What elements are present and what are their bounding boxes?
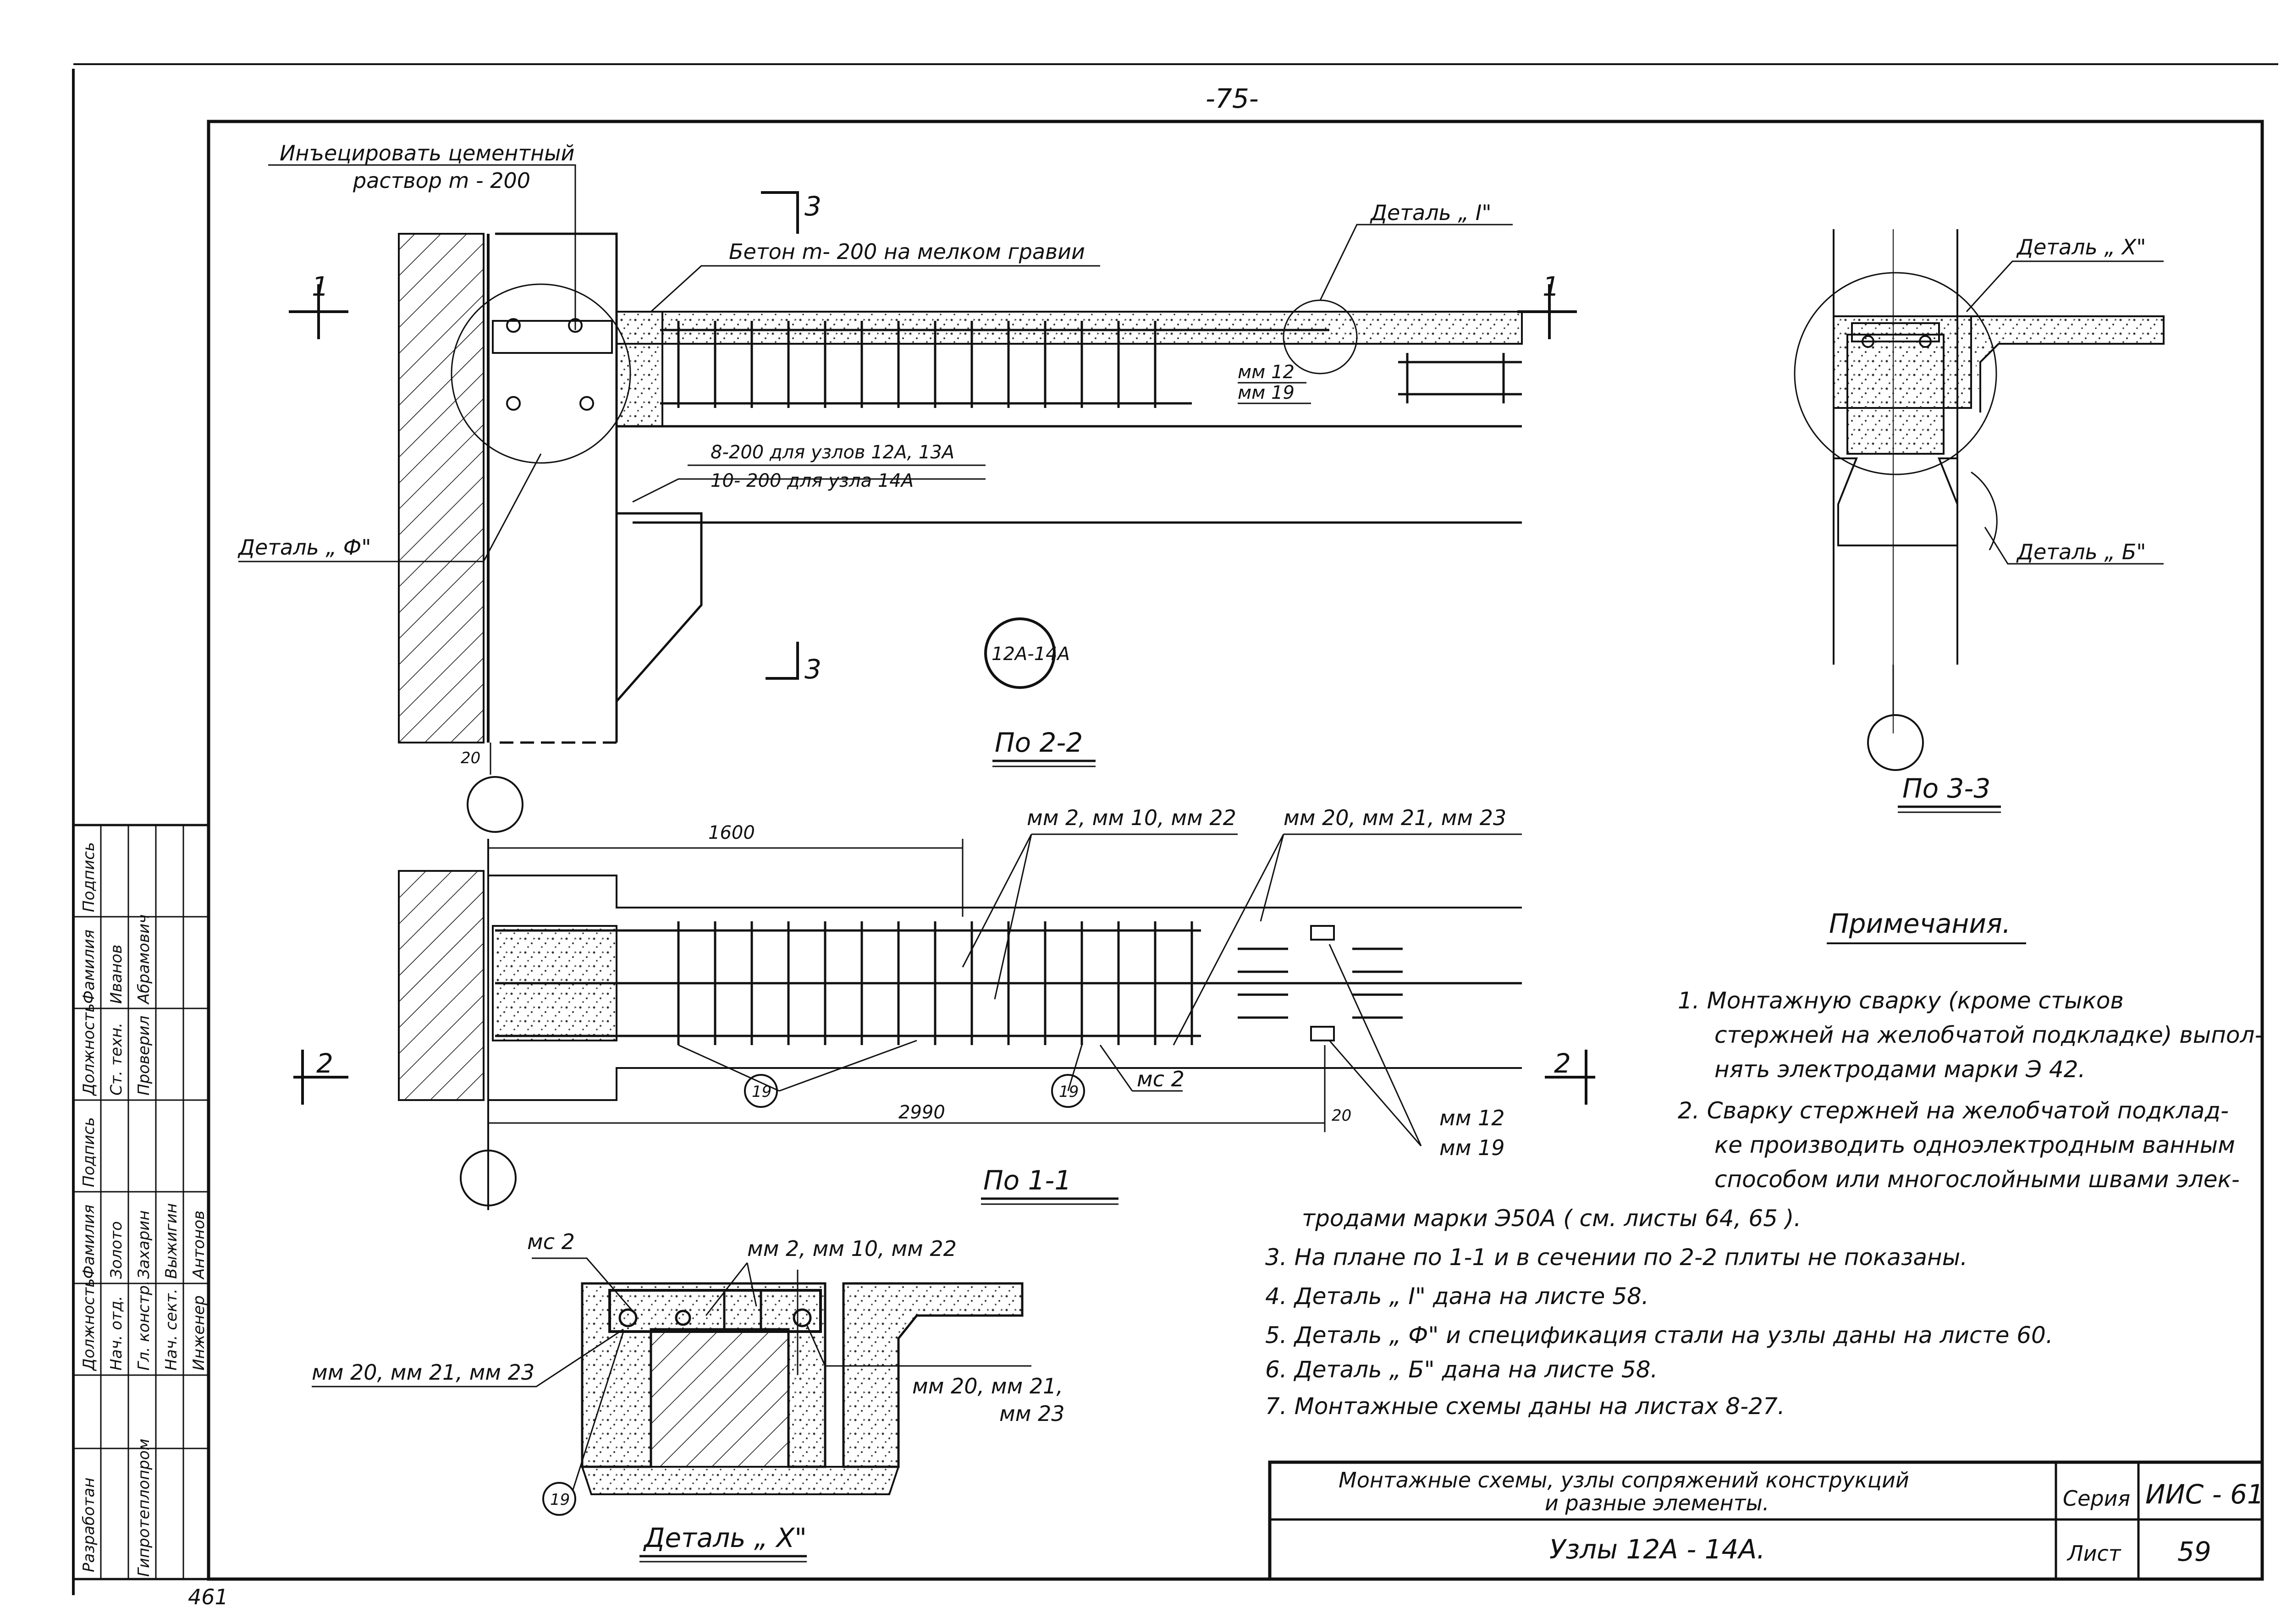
stamp-header-3: Подпись xyxy=(80,1117,98,1187)
dim-2990: 2990 xyxy=(898,1102,945,1123)
x-mark-19: 19 xyxy=(550,1491,570,1509)
detail-i-label: Деталь „ I" xyxy=(1370,200,1492,225)
detail-f-label: Деталь „ Ф" xyxy=(237,535,371,560)
sheet-label: Лист xyxy=(2066,1541,2121,1566)
title-line-1: Монтажные схемы, узлы сопряжений констру… xyxy=(1339,1468,1909,1492)
stamp-top-row-2-name: Абрамович xyxy=(135,914,153,1005)
cut-3-top: 3 xyxy=(804,191,821,222)
stamp-header-4: Должность xyxy=(80,1003,98,1096)
dim-20-top: 20 xyxy=(461,749,480,767)
cut-1-right: 1 xyxy=(1543,271,1559,302)
stamp-top-row-2-role: Проверил xyxy=(135,1016,153,1096)
x-mm20-right-label-1: мм 20, мм 21, xyxy=(912,1374,1063,1398)
stamp-row-2-name: Захарин xyxy=(135,1211,153,1279)
note-line-11: 6. Деталь „ Б" дана на листе 58. xyxy=(1265,1356,1658,1383)
mm12-label-top: мм 12 xyxy=(1238,362,1295,383)
section-2-2-labels: Инъецировать цементный раствор m - 200 Б… xyxy=(237,141,1559,767)
sheet-number-bottom: 461 xyxy=(188,1585,228,1609)
note-line-8: 3. На плане по 1-1 и в сечении по 2-2 пл… xyxy=(1265,1244,1967,1271)
detail-b-label: Деталь „ Б" xyxy=(2016,539,2146,564)
note-line-12: 7. Монтажные схемы даны на листах 8-27. xyxy=(1265,1393,1785,1420)
stamp-row-3-name: Выжигин xyxy=(162,1203,181,1279)
callout-mm20: мм 20, мм 21, мм 23 xyxy=(1284,805,1506,830)
spec-label-1: 8-200 для узлов 12А, 13А xyxy=(711,442,954,463)
mark-19-right: 19 xyxy=(1059,1083,1079,1101)
callout-mm2: мм 2, мм 10, мм 22 xyxy=(1027,805,1236,830)
mm19-label-plan: мм 19 xyxy=(1439,1135,1505,1160)
stamp-row-3-role: Нач. сект. xyxy=(162,1288,181,1371)
dim-20-plan: 20 xyxy=(1332,1107,1351,1125)
mark-19-left: 19 xyxy=(752,1083,771,1101)
note-line-5: ке производить одноэлектродным ванным xyxy=(1714,1132,2235,1158)
approval-stamp: Должность Фамилия Подпись Должность Фами… xyxy=(72,824,210,1580)
notes-block: Примечания. 1. Монтажную сварку (кроме с… xyxy=(1265,908,2263,1420)
section-3-3-labels: Деталь „ X" Деталь „ Б" По 3-3 xyxy=(1902,235,2146,804)
inject-label-2: раствор m - 200 xyxy=(353,168,530,193)
section-1-1-labels: 1600 2990 20 мм 2, мм 10, мм 22 мм 20, м… xyxy=(316,805,1571,1196)
section-2-2-title: По 2-2 xyxy=(995,727,1083,758)
stamp-row-4-name: Антонов xyxy=(190,1211,208,1280)
stamp-org: Гипротеплопром xyxy=(135,1439,153,1577)
inject-label-1: Инъецировать цементный xyxy=(280,141,574,165)
page-number: -75- xyxy=(1206,83,1259,114)
stamp-top-row-1-name: Иванов xyxy=(107,945,126,1004)
sheet-value: 59 xyxy=(2177,1536,2211,1567)
mc2-label: мс 2 xyxy=(1137,1067,1185,1091)
cut-1-left: 1 xyxy=(312,271,329,302)
note-line-10: 5. Деталь „ Ф" и спецификация стали на у… xyxy=(1265,1322,2053,1349)
stamp-developer: Разработан xyxy=(80,1478,98,1572)
note-line-4: 2. Сварку стержней на желобчатой подклад… xyxy=(1678,1097,2229,1124)
section-1-1-title: По 1-1 xyxy=(983,1165,1071,1196)
section-2-2-drawing xyxy=(238,164,1577,833)
series-value: ИИС - 61 xyxy=(2145,1479,2264,1510)
stamp-header-5: Фамилия xyxy=(80,930,98,1004)
notes-title: Примечания. xyxy=(1829,908,2011,939)
note-line-7: тродами марки Э50А ( см. листы 64, 65 ). xyxy=(1302,1205,1801,1232)
detail-x-labels: мс 2 мм 2, мм 10, мм 22 мм 20, мм 21, мм… xyxy=(312,1229,1065,1553)
circle-mark-label: 12А-14А xyxy=(992,644,1070,665)
note-line-3: нять электродами марки Э 42. xyxy=(1714,1056,2085,1083)
mm12-label-plan: мм 12 xyxy=(1439,1106,1505,1130)
cut-3-bottom: 3 xyxy=(804,654,821,685)
cut-2-right: 2 xyxy=(1554,1048,1571,1079)
x-mm2-label: мм 2, мм 10, мм 22 xyxy=(747,1236,957,1261)
stamp-header-2: Фамилия xyxy=(80,1205,98,1279)
x-mm20-right-label-2: мм 23 xyxy=(999,1401,1065,1426)
section-3-3-drawing xyxy=(1794,229,2165,813)
stamp-top-row-1-role: Ст. техн. xyxy=(107,1023,126,1096)
stamp-row-4-role: Инженер xyxy=(190,1295,208,1371)
concrete-label: Бетон m- 200 на мелком гравии xyxy=(729,239,1085,264)
note-line-1: 1. Монтажную сварку (кроме стыков xyxy=(1678,987,2124,1014)
note-line-9: 4. Деталь „ I" дана на листе 58. xyxy=(1265,1283,1649,1310)
title-block: Монтажные схемы, узлы сопряжений констру… xyxy=(1268,1460,2264,1581)
stamp-header-6: Подпись xyxy=(80,842,98,912)
note-line-2: стержней на желобчатой подкладке) выпол- xyxy=(1714,1022,2263,1048)
mm19-label-top: мм 19 xyxy=(1238,382,1295,403)
stamp-row-1-role: Нач. отд. xyxy=(107,1296,126,1371)
series-label: Серия xyxy=(2063,1486,2130,1511)
note-line-6: способом или многослойными швами элек- xyxy=(1714,1166,2240,1193)
section-3-3-title: По 3-3 xyxy=(1902,773,1990,804)
stamp-header-1: Должность xyxy=(80,1278,98,1371)
spec-label-2: 10- 200 для узла 14А xyxy=(711,470,914,491)
cut-2-left: 2 xyxy=(316,1048,333,1079)
stamp-row-1-name: Золото xyxy=(107,1221,126,1279)
title-subtitle: Узлы 12А - 14А. xyxy=(1549,1534,1765,1565)
x-mc2-label: мс 2 xyxy=(527,1229,575,1254)
detail-x-top-label: Деталь „ X" xyxy=(2016,235,2146,259)
detail-x-title: Деталь „ X" xyxy=(643,1522,807,1553)
stamp-row-2-role: Гл. констр. xyxy=(135,1280,153,1371)
dim-1600: 1600 xyxy=(708,822,755,843)
x-mm20-left-label: мм 20, мм 21, мм 23 xyxy=(312,1360,534,1385)
title-line-2: и разные элементы. xyxy=(1545,1491,1769,1515)
detail-x-drawing xyxy=(312,1257,1031,1563)
section-1-1-drawing xyxy=(293,833,1595,1210)
